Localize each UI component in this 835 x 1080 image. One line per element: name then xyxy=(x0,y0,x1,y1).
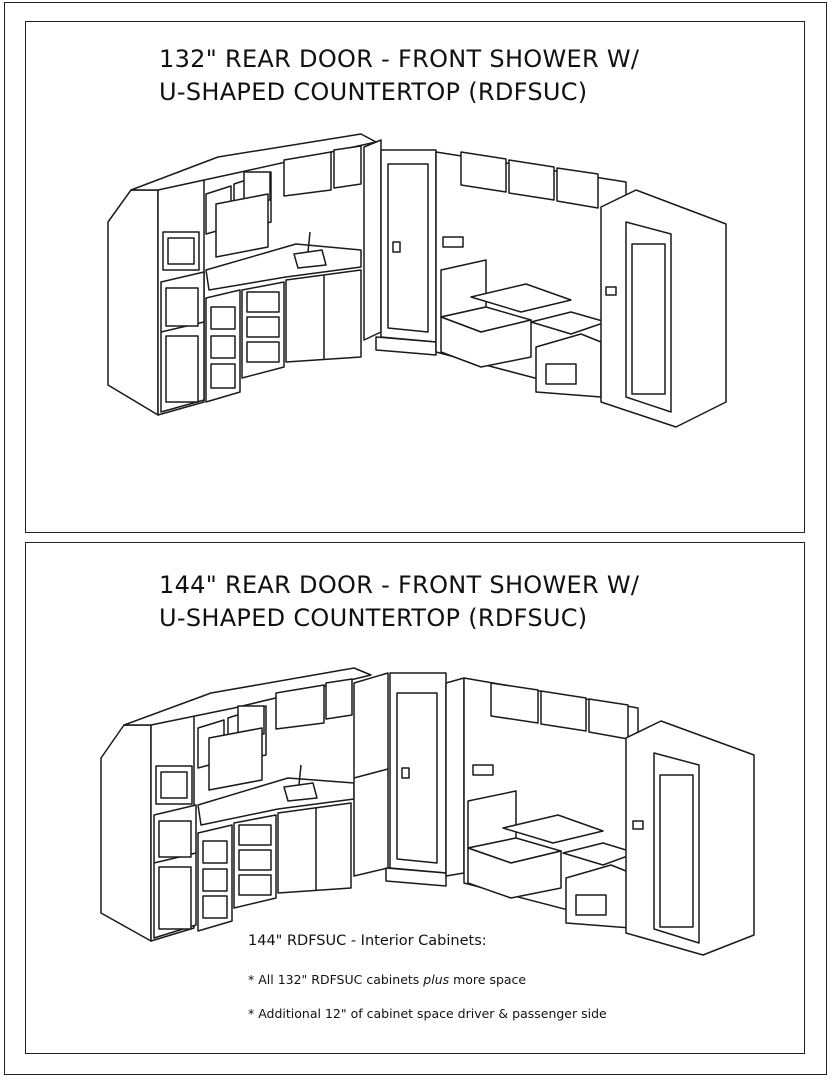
heater-vent xyxy=(546,364,576,384)
layout-title-132: 132" REAR DOOR - FRONT SHOWER W/ U-SHAPE… xyxy=(159,43,639,109)
upper-cabinet-right-3 xyxy=(589,699,628,739)
upper-cabinet-right-3 xyxy=(557,168,598,208)
upper-cabinet-3 xyxy=(284,152,331,196)
right-cabinet-door xyxy=(632,244,665,394)
dinette-table xyxy=(503,815,603,843)
sink xyxy=(284,783,317,801)
shower-door xyxy=(397,693,437,863)
window xyxy=(209,728,262,790)
layout-panel-144: 144" REAR DOOR - FRONT SHOWER W/ U-SHAPE… xyxy=(25,542,805,1054)
note-1-emphasis: plus xyxy=(423,972,450,987)
title-line-1: 132" REAR DOOR - FRONT SHOWER W/ xyxy=(159,45,640,73)
dinette-base-left xyxy=(441,317,531,367)
upper-cabinet-right-2 xyxy=(541,691,586,731)
note-1-prefix: * All 132" RDFSUC cabinets xyxy=(248,972,424,987)
right-cabinet-door xyxy=(660,775,693,927)
cabinet-drawing-144 xyxy=(26,543,804,1053)
layout-panel-132: 132" REAR DOOR - FRONT SHOWER W/ U-SHAPE… xyxy=(25,21,805,533)
upper-cabinet-4 xyxy=(334,146,361,188)
upper-cabinet-3 xyxy=(276,685,324,729)
switch-panel xyxy=(443,237,463,247)
upper-cabinet-4 xyxy=(326,679,352,719)
drawer-3 xyxy=(203,896,227,918)
drawer-6 xyxy=(247,342,279,362)
additional-tall-cabinet-passenger xyxy=(446,678,464,876)
page-border xyxy=(4,2,827,1075)
drawer-3 xyxy=(211,364,235,388)
left-end-cabinet xyxy=(101,725,151,941)
additional-cabinet-divider xyxy=(354,769,388,778)
note-all-cabinets: * All 132" RDFSUC cabinets plus more spa… xyxy=(248,972,607,987)
drawer-2 xyxy=(211,336,235,358)
layout-title-144: 144" REAR DOOR - FRONT SHOWER W/ U-SHAPE… xyxy=(159,569,639,635)
dinette-table xyxy=(471,284,571,312)
drawer-2 xyxy=(203,869,227,891)
dinette-base-left xyxy=(468,848,561,898)
drawer-1 xyxy=(203,841,227,863)
drawer-6 xyxy=(239,875,271,895)
notes-heading: 144" RDFSUC - Interior Cabinets: xyxy=(248,933,487,949)
title-line-2: U-SHAPED COUNTERTOP (RDFSUC) xyxy=(159,604,588,632)
drawer-1 xyxy=(211,307,235,329)
cabinet-drawing-132 xyxy=(26,22,804,532)
drawer-4 xyxy=(247,292,279,312)
title-line-1: 144" REAR DOOR - FRONT SHOWER W/ xyxy=(159,571,640,599)
fridge-upper-door xyxy=(159,821,191,857)
drawer-5 xyxy=(247,317,279,337)
tall-pantry xyxy=(364,140,381,340)
drawer-5 xyxy=(239,850,271,870)
heater-vent xyxy=(576,895,606,915)
upper-cabinet-right-2 xyxy=(509,160,554,200)
microwave-window xyxy=(161,772,187,798)
fridge-upper-door xyxy=(166,288,198,326)
shower-door xyxy=(388,164,428,332)
microwave-window xyxy=(168,238,194,264)
shower-pan xyxy=(376,337,436,355)
window xyxy=(216,194,268,257)
shower-handle xyxy=(393,242,400,252)
sink xyxy=(294,250,326,268)
sink-base-cabinet xyxy=(278,803,351,893)
thermostat xyxy=(606,287,616,295)
switch-panel xyxy=(473,765,493,775)
drawer-4 xyxy=(239,825,271,845)
interior-cabinet-notes: 144" RDFSUC - Interior Cabinets: * All 1… xyxy=(248,933,607,1040)
upper-cabinet-right-1 xyxy=(491,683,538,723)
note-additional-space: * Additional 12" of cabinet space driver… xyxy=(248,1006,607,1021)
additional-tall-cabinet-driver xyxy=(354,673,388,876)
shower-handle xyxy=(402,768,409,778)
upper-cabinet-right-1 xyxy=(461,152,506,192)
faucet xyxy=(299,765,301,785)
faucet xyxy=(308,232,310,252)
thermostat xyxy=(633,821,643,829)
fridge-lower-door xyxy=(159,867,191,929)
fridge-lower-door xyxy=(166,336,198,402)
note-1-suffix: more space xyxy=(449,972,527,987)
title-line-2: U-SHAPED COUNTERTOP (RDFSUC) xyxy=(159,78,588,106)
left-end-cabinet xyxy=(108,190,158,415)
shower-pan xyxy=(386,868,446,886)
upper-soffit-left xyxy=(124,668,371,725)
